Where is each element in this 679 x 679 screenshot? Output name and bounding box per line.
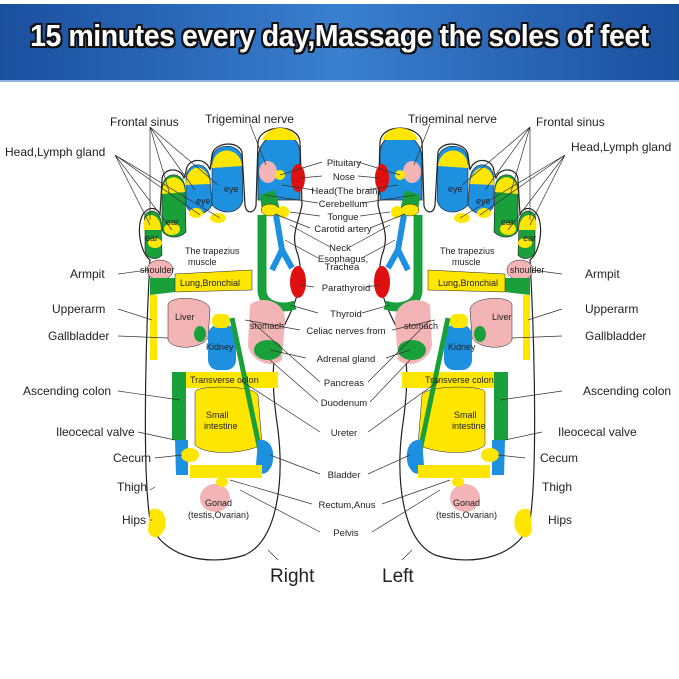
label-ear: ear (166, 217, 179, 227)
label-hips-l: Hips (548, 513, 572, 527)
label-shoulder: shoulder (510, 265, 545, 275)
label-kidney: Kidney (448, 342, 476, 352)
label-head-brain: Head(The brain) (311, 186, 380, 197)
label-ascending-colon-l: Ascending colon (583, 384, 671, 398)
label-ileocecal-r: Ileocecal valve (56, 425, 135, 439)
label-thigh-r: Thigh (117, 480, 147, 494)
label-adrenal-gland: Adrenal gland (317, 354, 376, 365)
label-nose: Nose (333, 172, 355, 183)
title-banner: 15 minutes every day,Massage the soles o… (0, 4, 679, 82)
label-stomach: stomach (404, 321, 438, 331)
label-hips-r: Hips (122, 513, 146, 527)
label-liver: Liver (492, 312, 512, 322)
center-labels: Pituitary Nose Head(The brain) Cerebellu… (306, 158, 385, 539)
label-shoulder: shoulder (140, 265, 175, 275)
label-frontal-sinus-l: Frontal sinus (536, 115, 605, 129)
label-kidney: Kidney (206, 342, 234, 352)
label-gonad: Gonad (453, 498, 480, 508)
label-carotid-artery: Carotid artery (314, 224, 372, 235)
label-ileocecal-l: Ileocecal valve (558, 425, 637, 439)
label-stomach: stomach (250, 321, 284, 331)
label-eye: eye (196, 196, 211, 206)
label-trachea: Trachea (325, 262, 360, 273)
label-intestine: intestine (452, 421, 486, 431)
label-liver: Liver (175, 312, 195, 322)
label-right-foot: Right (270, 566, 315, 587)
leader-lines (114, 123, 566, 561)
label-ureter: Ureter (331, 428, 357, 439)
label-gonad-detail: (testis,Ovarian) (436, 510, 497, 520)
label-gonad: Gonad (205, 498, 232, 508)
label-tongue: Tongue (327, 212, 358, 223)
label-pancreas: Pancreas (324, 378, 364, 389)
label-intestine: intestine (204, 421, 238, 431)
label-ear: ear (523, 233, 536, 243)
label-left-foot: Left (382, 566, 414, 587)
label-cecum-l: Cecum (540, 451, 578, 465)
label-frontal-sinus-r: Frontal sinus (110, 115, 179, 129)
label-trigeminal-nerve-r: Trigeminal nerve (205, 112, 294, 126)
label-duodenum: Duodenum (321, 398, 368, 409)
banner-title: 15 minutes every day,Massage the soles o… (30, 18, 649, 53)
label-lung: Lung,Bronchial (180, 278, 240, 288)
label-head-lymph-l: Head,Lymph gland (571, 140, 671, 154)
label-cecum-r: Cecum (113, 451, 151, 465)
label-parathyroid: Parathyroid (322, 283, 371, 294)
label-trapezius: The trapezius (185, 246, 240, 256)
label-lung: Lung,Bronchial (438, 278, 498, 288)
label-gallbladder-r: Gallbladder (48, 329, 109, 343)
label-upperarm-r: Upperarm (52, 302, 105, 316)
label-small: Small (454, 410, 477, 420)
label-transverse-colon: Transverse colon (425, 375, 494, 385)
label-armpit-l: Armpit (585, 267, 620, 281)
inner-labels-left: eye eye ear ear The trapezius muscle sho… (404, 184, 545, 520)
label-head-lymph-r: Head,Lymph gland (5, 145, 105, 159)
label-trapezius-muscle: muscle (452, 257, 481, 267)
label-gallbladder-l: Gallbladder (585, 329, 646, 343)
label-pelvis: Pelvis (333, 528, 359, 539)
label-pituitary: Pituitary (327, 158, 362, 169)
label-ear: ear (145, 233, 158, 243)
label-armpit-r: Armpit (70, 267, 105, 281)
label-upperarm-l: Upperarm (585, 302, 638, 316)
label-eye: eye (476, 196, 491, 206)
label-trigeminal-nerve-l: Trigeminal nerve (408, 112, 497, 126)
label-gonad-detail: (testis,Ovarian) (188, 510, 249, 520)
label-eye: eye (224, 184, 239, 194)
label-trapezius-muscle: muscle (188, 257, 217, 267)
label-eye: eye (448, 184, 463, 194)
label-ascending-colon-r: Ascending colon (23, 384, 111, 398)
label-thyroid: Thyroid (330, 309, 362, 320)
label-rectum-anus: Rectum,Anus (318, 500, 375, 511)
label-ear: ear (501, 217, 514, 227)
label-thigh-l: Thigh (542, 480, 572, 494)
label-trapezius: The trapezius (440, 246, 495, 256)
label-small: Small (206, 410, 229, 420)
label-bladder: Bladder (328, 470, 361, 481)
label-celiac-nerves: Celiac nerves from (306, 326, 385, 337)
label-transverse-colon: Transverse colon (190, 375, 259, 385)
inner-labels-right: eye eye ear ear The trapezius muscle sho… (140, 184, 284, 520)
label-neck: Neck (329, 243, 351, 254)
label-esophagus: Esophagus, (318, 254, 368, 265)
label-cerebellum: Cerebellum (319, 199, 368, 210)
